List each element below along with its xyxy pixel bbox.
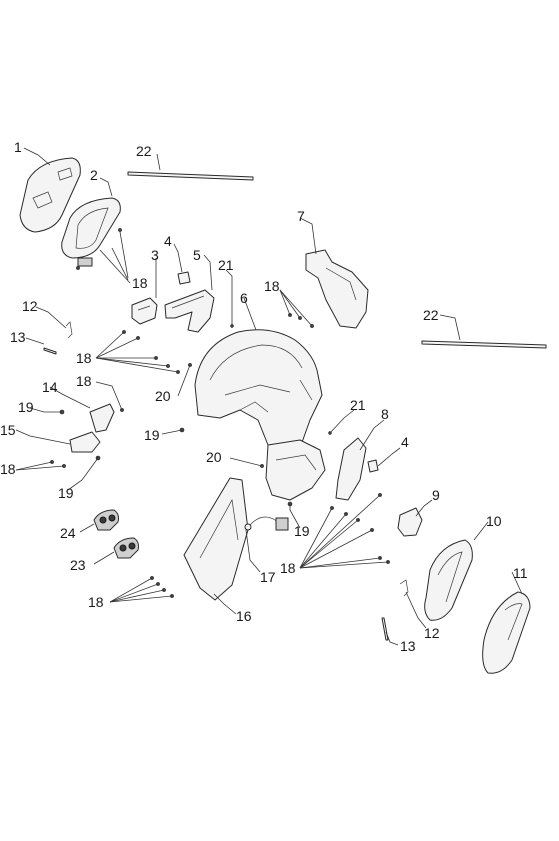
callout-18-d: 18 <box>76 373 92 389</box>
part-24-light-housing <box>93 509 119 531</box>
callout-5: 5 <box>193 247 201 263</box>
callout-11: 11 <box>513 565 528 581</box>
callout-20-a: 20 <box>155 388 171 404</box>
callout-4-a: 4 <box>164 233 172 249</box>
callout-19-a: 19 <box>18 399 34 415</box>
part-17-wire-harness <box>244 516 289 531</box>
part-4-clip <box>177 271 191 285</box>
callout-22-right: 22 <box>423 307 439 323</box>
callout-21-a: 21 <box>218 257 234 273</box>
callout-4-b: 4 <box>401 434 409 450</box>
callout-3: 3 <box>151 247 159 263</box>
callout-18-b: 18 <box>264 278 280 294</box>
callout-18-a: 18 <box>132 275 148 291</box>
callout-12-b: 12 <box>424 625 440 641</box>
part-6-front-body <box>194 329 323 456</box>
callout-9: 9 <box>432 487 440 503</box>
callout-19-c: 19 <box>58 485 74 501</box>
part-10-side-panel <box>424 539 473 621</box>
part-7-side-bracket <box>305 249 369 329</box>
part-8-bracket <box>335 437 367 501</box>
callout-6: 6 <box>240 290 248 306</box>
callout-24: 24 <box>60 525 76 541</box>
callout-16: 16 <box>236 608 252 624</box>
callout-13-a: 13 <box>10 329 26 345</box>
callout-21-b: 21 <box>350 397 366 413</box>
part-22-trim-strip-top <box>127 171 254 181</box>
part-4-clip-right <box>367 459 379 473</box>
part-5-mount-bracket <box>164 289 215 333</box>
part-22-trim-strip-right <box>421 340 547 349</box>
leader-lines <box>15 147 523 646</box>
part-12-spring-clip-right <box>399 579 409 597</box>
part-3-small-bracket <box>131 297 158 325</box>
part-16-lower-cover <box>183 477 249 601</box>
callout-18-g: 18 <box>88 594 104 610</box>
part-9-latch <box>397 507 423 537</box>
part-14-bracket <box>89 403 115 433</box>
callout-18-c: 18 <box>76 350 92 366</box>
callout-8: 8 <box>381 406 389 422</box>
callout-19-b: 19 <box>144 427 160 443</box>
callout-1: 1 <box>14 139 22 155</box>
part-1-upper-panel <box>19 157 81 233</box>
callout-17: 17 <box>260 569 276 585</box>
callout-labels: 1 2 22 18 3 4 5 21 6 7 18 22 12 13 18 18… <box>0 139 528 654</box>
part-13-pin-right <box>381 617 389 641</box>
callout-18-e: 18 <box>0 461 16 477</box>
callout-22-top: 22 <box>136 143 152 159</box>
part-13-pin <box>43 347 57 355</box>
part-23-light-housing <box>113 537 139 559</box>
callout-20-b: 20 <box>206 449 222 465</box>
part-12-spring-clip <box>65 321 73 339</box>
part-21-lower-extension <box>265 439 326 501</box>
callout-15: 15 <box>0 422 16 438</box>
callout-10: 10 <box>486 513 502 529</box>
callout-2: 2 <box>90 167 98 183</box>
callout-18-f: 18 <box>280 560 296 576</box>
callout-12-a: 12 <box>22 298 38 314</box>
callout-19-d: 19 <box>294 523 310 539</box>
callout-13-b: 13 <box>400 638 416 654</box>
callout-7: 7 <box>297 208 305 224</box>
part-2-instrument-frame <box>61 197 121 267</box>
callout-14: 14 <box>42 379 58 395</box>
part-11-outer-cover <box>482 591 531 674</box>
callout-23: 23 <box>70 557 86 573</box>
part-15-mount-plate <box>69 431 101 453</box>
